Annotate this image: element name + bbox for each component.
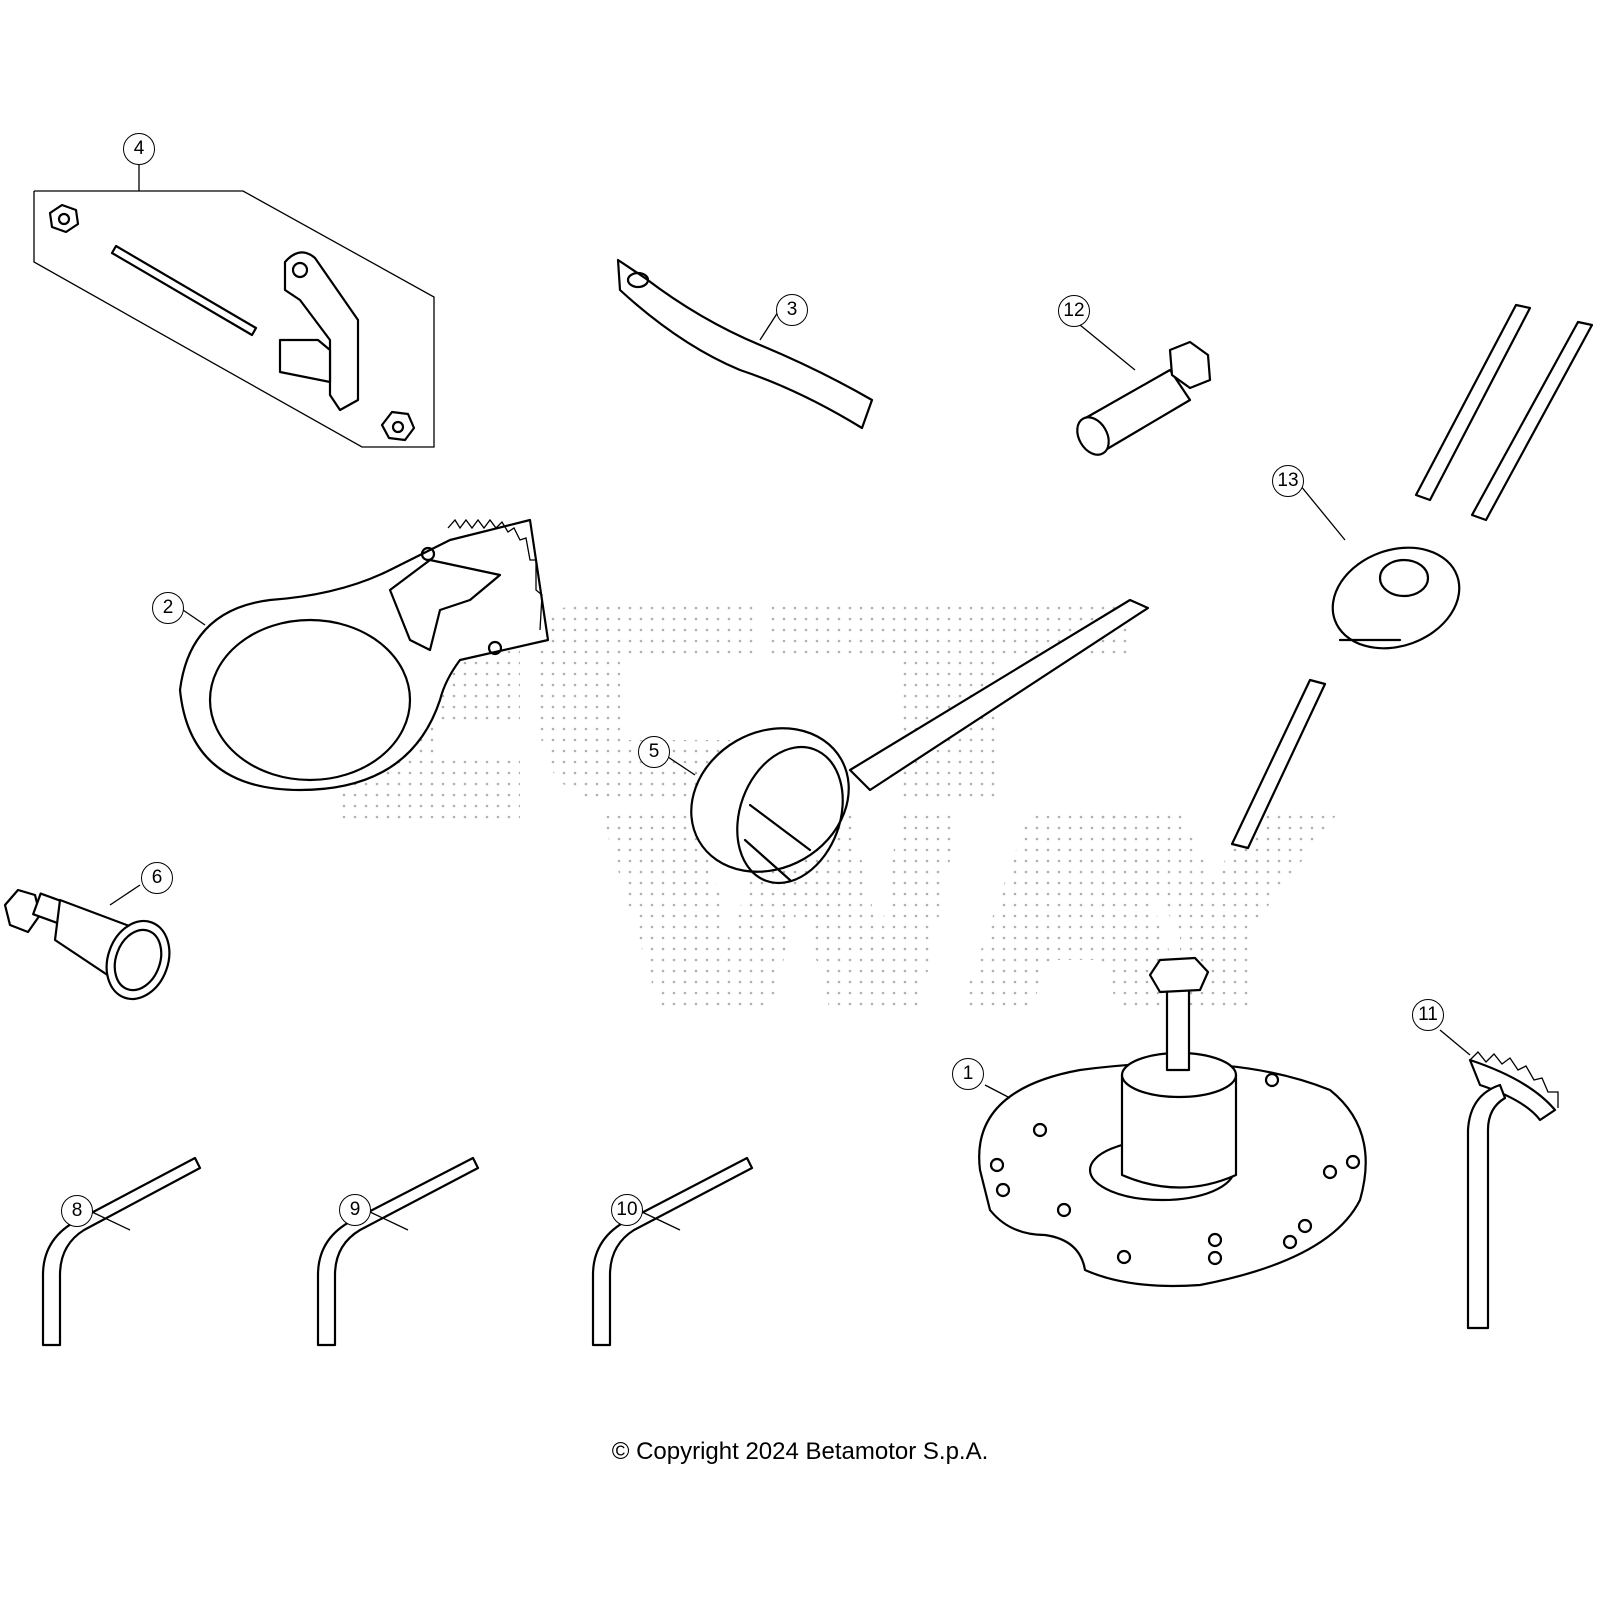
hex-keys [41, 1156, 754, 1347]
callout-1: 1 [952, 1058, 984, 1090]
part-3-strap-wrench [616, 258, 874, 430]
callout-5: 5 [638, 736, 670, 768]
callout-4: 4 [123, 133, 155, 165]
callout-9: 9 [339, 1194, 371, 1226]
part-12-socket [1076, 324, 1212, 456]
callout-10: 10 [611, 1194, 643, 1226]
callout-6: 6 [141, 862, 173, 894]
part-5-ring-wrench [664, 598, 1150, 885]
callout-3: 3 [776, 294, 808, 326]
copyright-text: © Copyright 2024 Betamotor S.p.A. [611, 1438, 989, 1465]
callout-8: 8 [61, 1195, 93, 1227]
callout-11: 11 [1412, 999, 1444, 1031]
callout-12: 12 [1058, 295, 1090, 327]
callout-13: 13 [1272, 465, 1304, 497]
callout-2: 2 [152, 592, 184, 624]
part-6-puller-bolt [3, 884, 171, 1001]
part-4-kit [33, 164, 435, 448]
part-11-locking-tool [1439, 1029, 1559, 1330]
part-13-puller [1230, 303, 1594, 850]
part-1-flywheel-puller [978, 956, 1367, 1288]
part-2-holder-wrench [178, 518, 550, 792]
